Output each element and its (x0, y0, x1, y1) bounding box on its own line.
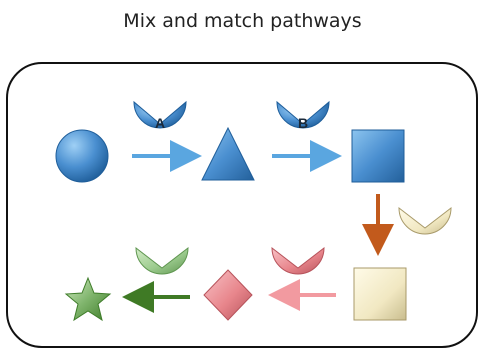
molecule-star (64, 276, 112, 322)
enzyme-a (133, 100, 187, 129)
molecule-square-cream (353, 267, 407, 321)
enzyme-b (276, 100, 330, 129)
molecule-square-blue (351, 129, 405, 183)
enzyme-b-label: B (298, 115, 308, 131)
molecule-circle (55, 129, 109, 183)
enzyme-a-label: A (155, 115, 165, 131)
molecule-diamond (203, 269, 253, 321)
diagram-title: Mix and match pathways (123, 10, 362, 32)
enzyme-green (135, 246, 189, 275)
molecule-triangle (201, 126, 255, 181)
enzyme-pink (271, 246, 325, 275)
enzyme-cream (398, 206, 452, 235)
